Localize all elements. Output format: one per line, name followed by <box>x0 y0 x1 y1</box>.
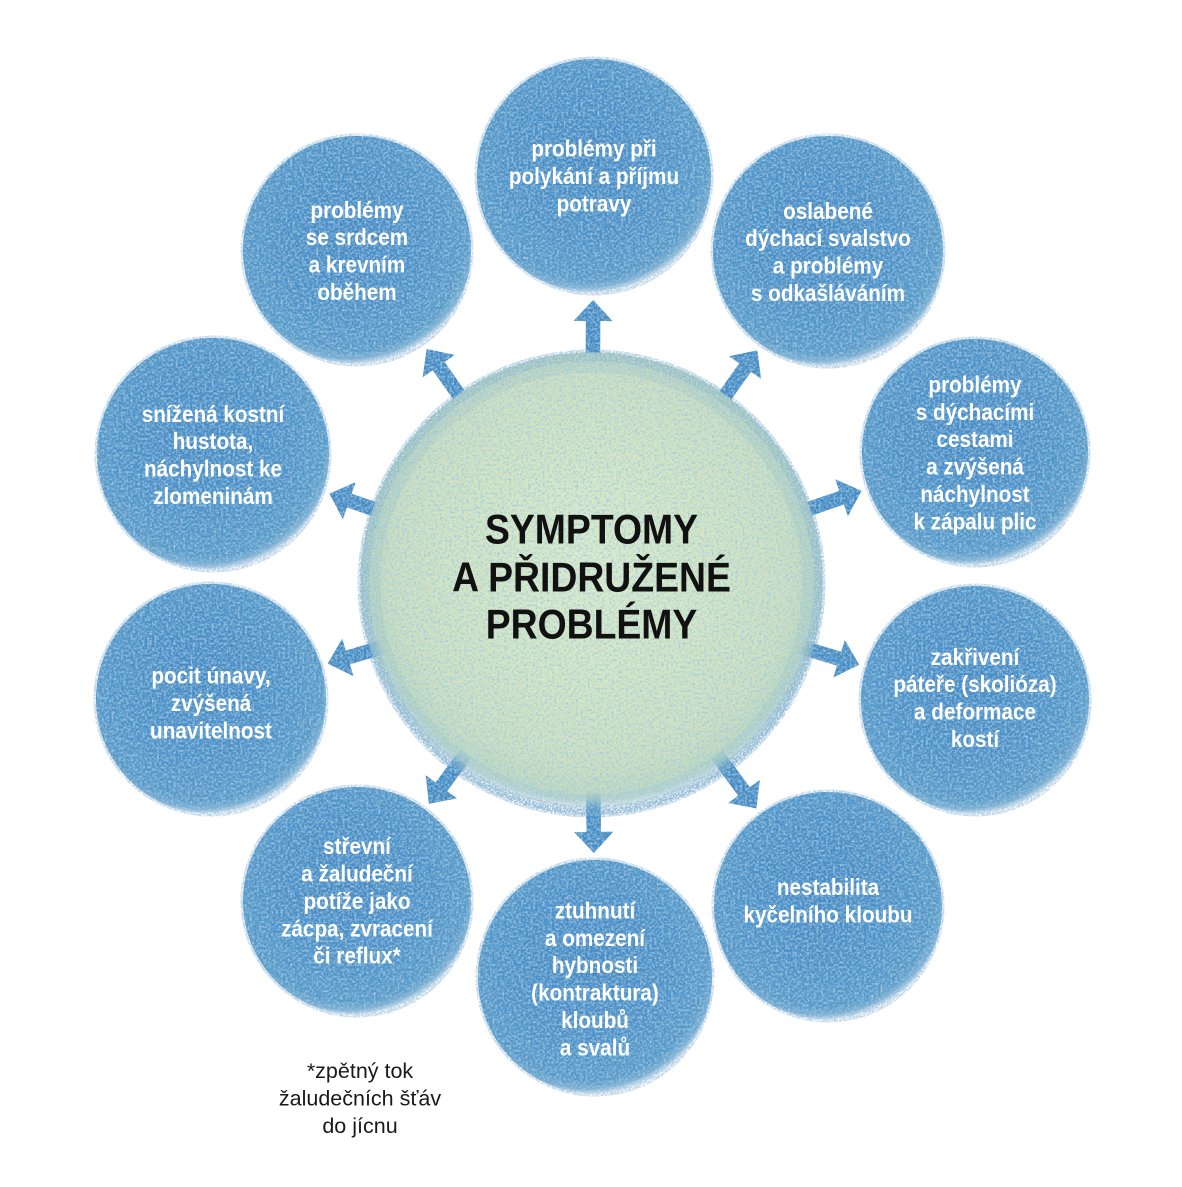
svg-text:kostí: kostí <box>951 726 1000 752</box>
svg-text:či reflux*: či reflux* <box>313 943 401 969</box>
svg-text:polykání a příjmu: polykání a příjmu <box>509 163 679 189</box>
svg-text:A PŘIDRUŽENÉ: A PŘIDRUŽENÉ <box>452 555 731 601</box>
svg-text:do jícnu: do jícnu <box>322 1114 397 1138</box>
svg-text:unavitelnost: unavitelnost <box>150 717 273 743</box>
svg-text:náchylnost ke: náchylnost ke <box>144 456 282 482</box>
svg-text:a krevním: a krevním <box>309 252 406 278</box>
svg-text:zlomeninám: zlomeninám <box>153 483 273 509</box>
svg-text:snížená kostní: snížená kostní <box>142 401 285 427</box>
svg-text:PROBLÉMY: PROBLÉMY <box>486 602 698 648</box>
svg-text:cestami: cestami <box>936 426 1013 452</box>
svg-text:problémy: problémy <box>928 371 1022 397</box>
svg-text:žaludečních šťáv: žaludečních šťáv <box>279 1087 441 1111</box>
svg-text:se srdcem: se srdcem <box>306 224 408 250</box>
svg-text:hybnosti: hybnosti <box>552 952 638 978</box>
svg-text:náchylnost: náchylnost <box>920 481 1030 507</box>
svg-text:problémy: problémy <box>310 197 404 223</box>
svg-text:a žaludeční: a žaludeční <box>301 860 413 886</box>
svg-text:potravy: potravy <box>557 190 633 216</box>
svg-text:SYMPTOMY: SYMPTOMY <box>485 507 698 553</box>
svg-text:nestabilita: nestabilita <box>777 874 880 900</box>
svg-text:hustota,: hustota, <box>173 428 253 454</box>
svg-text:zácpa, zvracení: zácpa, zvracení <box>281 915 434 941</box>
svg-text:k zápalu plic: k zápalu plic <box>913 508 1036 534</box>
svg-text:(kontraktura): (kontraktura) <box>531 980 659 1006</box>
svg-text:a deformace: a deformace <box>914 699 1036 725</box>
svg-text:střevní: střevní <box>323 833 392 859</box>
svg-text:kyčelního kloubu: kyčelního kloubu <box>743 902 912 928</box>
svg-text:a zvýšená: a zvýšená <box>926 454 1025 480</box>
svg-text:*zpětný tok: *zpětný tok <box>307 1059 414 1083</box>
svg-text:oslabené: oslabené <box>783 198 873 224</box>
svg-text:zvýšená: zvýšená <box>171 690 252 716</box>
svg-text:problémy při: problémy při <box>531 135 656 161</box>
svg-text:dýchací svalstvo: dýchací svalstvo <box>745 225 911 251</box>
svg-text:ztuhnutí: ztuhnutí <box>555 897 636 923</box>
svg-text:páteře (skolióza): páteře (skolióza) <box>893 671 1056 697</box>
svg-text:pocit únavy,: pocit únavy, <box>151 662 270 688</box>
svg-text:s dýchacími: s dýchacími <box>916 399 1034 425</box>
svg-text:a svalů: a svalů <box>560 1034 630 1060</box>
svg-text:zakřivení: zakřivení <box>931 644 1020 670</box>
svg-text:s odkašláváním: s odkašláváním <box>751 280 905 306</box>
svg-text:a omezení: a omezení <box>545 925 646 951</box>
svg-text:oběhem: oběhem <box>317 279 396 305</box>
svg-text:potíže jako: potíže jako <box>304 888 411 914</box>
svg-text:a problémy: a problémy <box>773 253 884 279</box>
svg-text:kloubů: kloubů <box>561 1007 629 1033</box>
